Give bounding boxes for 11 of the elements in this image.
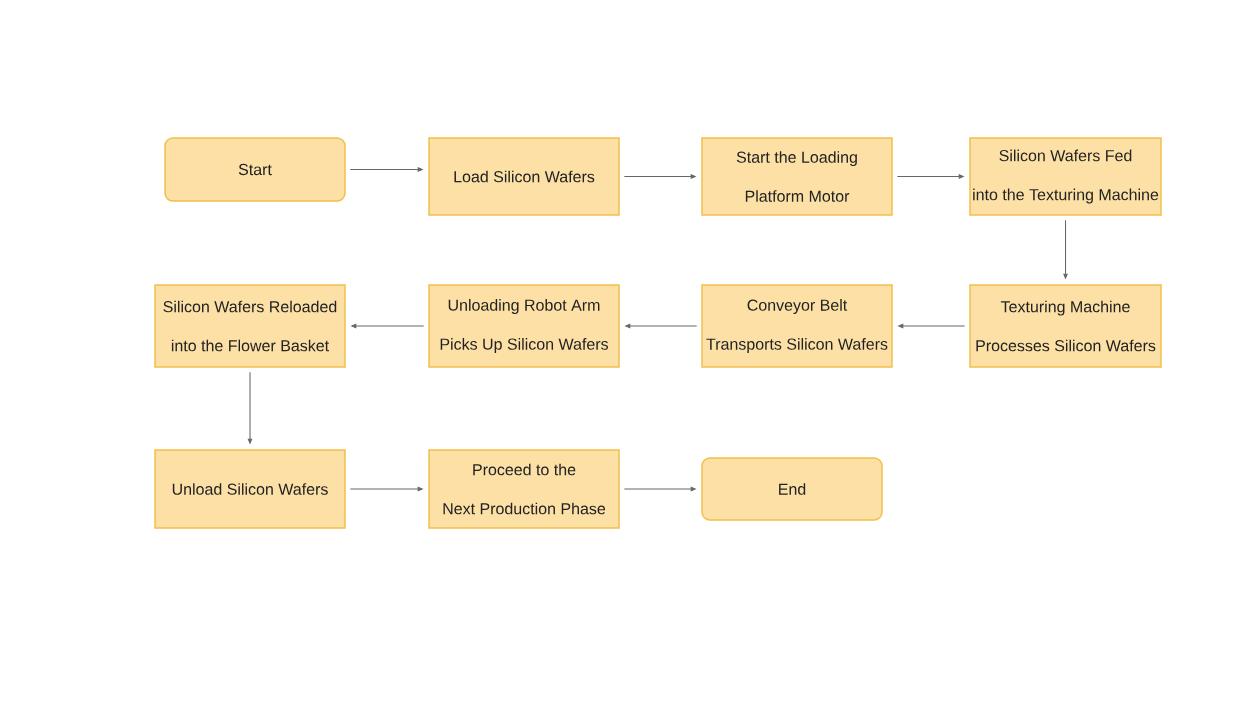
process-box: Conveyor Belt Transports Silicon Wafers: [701, 284, 893, 368]
process-box: Load Silicon Wafers: [428, 137, 620, 216]
process-box: Start the Loading Platform Motor: [701, 137, 893, 216]
process-box: Unload Silicon Wafers: [154, 449, 346, 529]
process-box: Unloading Robot Arm Picks Up Silicon Wafers: [428, 284, 620, 368]
process-box: Proceed to the Next Production Phase: [428, 449, 620, 529]
terminator-box: End: [701, 457, 883, 521]
process-box: Silicon Wafers Reloaded into the Flower Basket: [154, 284, 346, 368]
process-box: Texturing Machine Processes Silicon Wafers: [969, 284, 1162, 368]
process-box: Silicon Wafers Fed into the Texturing Machine: [969, 137, 1162, 216]
terminator-box: Start: [164, 137, 346, 202]
